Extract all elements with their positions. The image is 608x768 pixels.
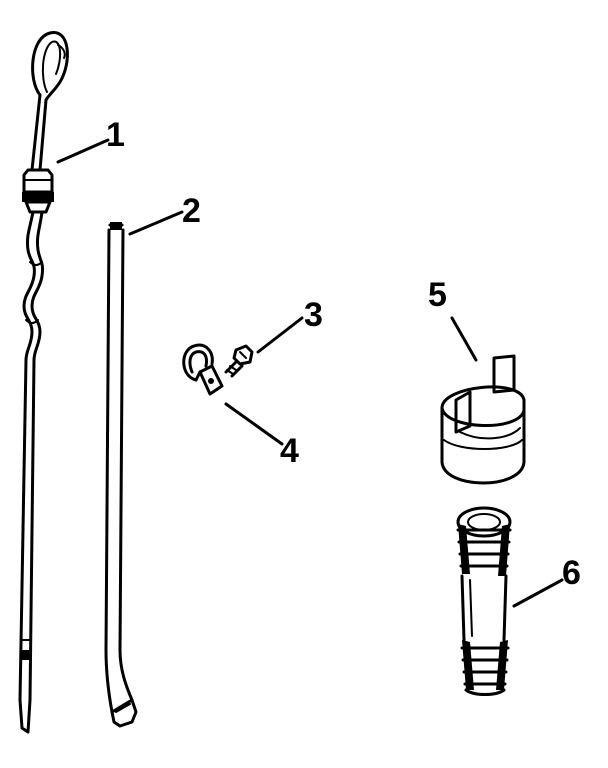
callout-3: 3 [304, 296, 323, 334]
callout-4: 4 [280, 432, 299, 470]
leader-line-5 [450, 316, 478, 362]
callout-6: 6 [562, 554, 581, 592]
cap-part-5 [440, 354, 526, 485]
dipstick-tube-part-2 [104, 222, 138, 728]
leader-lines [56, 138, 564, 608]
clamp-part-4 [182, 343, 224, 396]
leader-line-3 [256, 316, 304, 354]
leader-line-4 [224, 402, 284, 446]
dipstick-part-1 [18, 31, 69, 734]
leader-line-1 [56, 138, 110, 164]
pipe-nipple-part-6 [456, 506, 512, 696]
screw-part-3 [224, 344, 254, 378]
leader-line-2 [128, 210, 184, 236]
leader-line-6 [512, 578, 564, 608]
callout-2: 2 [182, 192, 201, 230]
callout-1: 1 [106, 116, 125, 154]
callout-5: 5 [428, 276, 447, 314]
callout-numbers: 1 2 3 4 5 6 [106, 116, 581, 592]
